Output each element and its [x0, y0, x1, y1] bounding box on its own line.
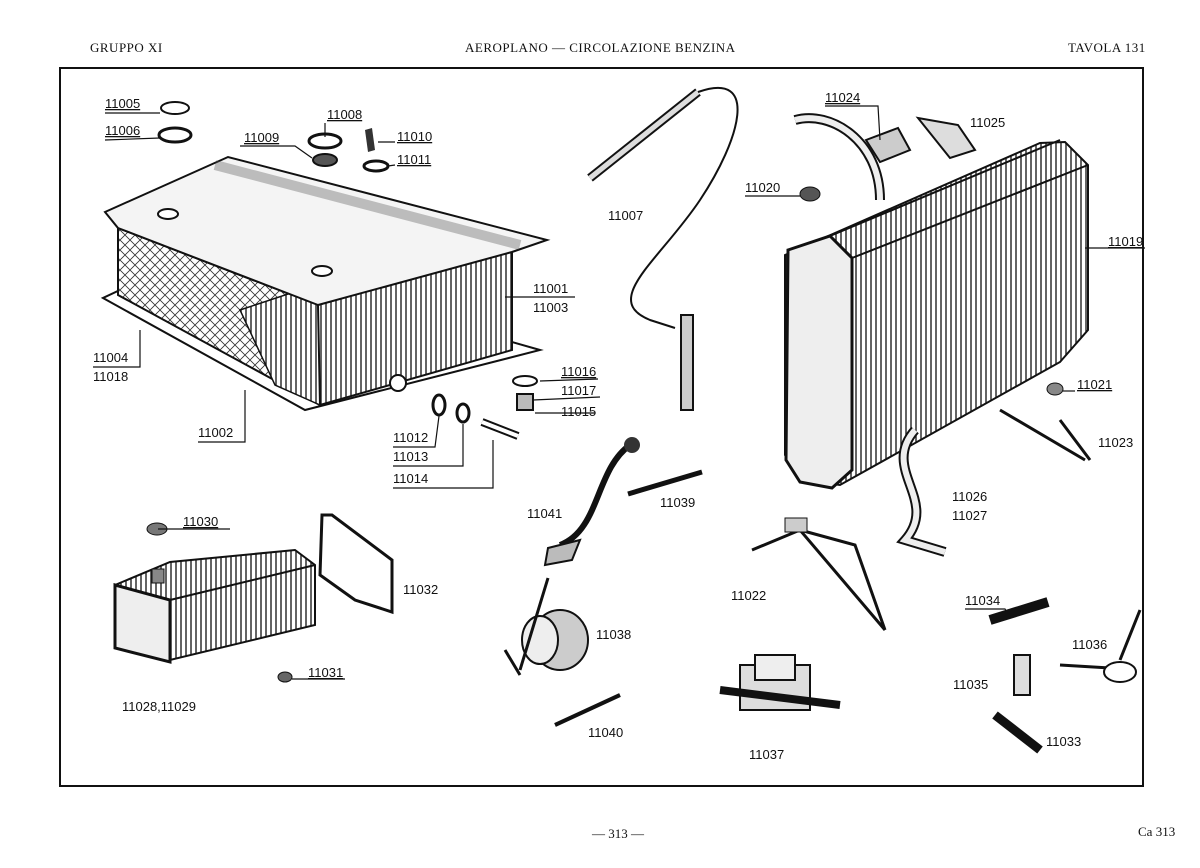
label-11001: 11001 [533, 281, 568, 296]
label-11036: 11036 [1072, 637, 1107, 652]
label-11025: 11025 [970, 115, 1005, 130]
label-11002: 11002 [198, 425, 233, 440]
fittings-drawing [988, 597, 1142, 754]
label-11011: 11011 [397, 152, 431, 167]
label-11028-11029: 11028,11029 [122, 699, 196, 714]
label-11015: 11015 [561, 404, 596, 419]
label-11005: 11005 [105, 96, 140, 111]
label-11020: 11020 [745, 180, 780, 195]
wing-tank-drawing [784, 113, 1092, 557]
label-11017: 11017 [561, 383, 596, 398]
small-tank-drawing [113, 513, 394, 683]
lever-and-strip-drawing [543, 437, 703, 567]
label-11030: 11030 [183, 514, 218, 529]
label-11039: 11039 [660, 495, 695, 510]
leader-lines [93, 105, 1145, 680]
label-11037: 11037 [749, 747, 784, 762]
strut-and-cock-drawing [719, 517, 887, 711]
label-11031: 11031 [308, 665, 343, 680]
label-11004: 11004 [93, 350, 128, 365]
label-11018: 11018 [93, 369, 128, 384]
page-code: Ca 313 [1138, 824, 1176, 839]
label-11022: 11022 [731, 588, 766, 603]
label-11035: 11035 [953, 677, 988, 692]
label-11038: 11038 [596, 627, 631, 642]
label-11021: 11021 [1077, 377, 1112, 392]
label-11034: 11034 [965, 593, 1000, 608]
label-11032: 11032 [403, 582, 438, 597]
header-title: AEROPLANO — CIRCOLAZIONE BENZINA [465, 40, 736, 55]
page-number: — 313 — [592, 826, 644, 841]
label-11019: 11019 [1108, 234, 1143, 249]
label-11024: 11024 [825, 90, 860, 105]
label-11013: 11013 [393, 449, 428, 464]
label-11008: 11008 [327, 107, 362, 122]
pump-drawing [503, 577, 621, 727]
label-11023: 11023 [1098, 435, 1133, 450]
label-11007: 11007 [608, 208, 643, 223]
label-11006: 11006 [105, 123, 140, 138]
main-tank-drawing [100, 155, 551, 412]
label-11027: 11027 [952, 508, 987, 523]
label-11012: 11012 [393, 430, 428, 445]
label-11033: 11033 [1046, 734, 1081, 749]
label-11016: 11016 [561, 364, 596, 379]
label-11010: 11010 [397, 129, 432, 144]
label-11041: 11041 [527, 506, 562, 521]
label-11014: 11014 [393, 471, 428, 486]
small-parts-top [157, 101, 538, 440]
label-11026: 11026 [952, 489, 987, 504]
drawing-frame [59, 67, 1144, 787]
header-group: GRUPPO XI [90, 40, 163, 55]
fuel-gauge-probe-drawing [587, 86, 739, 411]
label-11040: 11040 [588, 725, 623, 740]
part-labels: 11005 11006 11008 11009 11010 11011 1100… [93, 90, 1143, 762]
header-plate: TAVOLA 131 [1068, 40, 1146, 55]
label-11009: 11009 [244, 130, 279, 145]
label-11003: 11003 [533, 300, 568, 315]
